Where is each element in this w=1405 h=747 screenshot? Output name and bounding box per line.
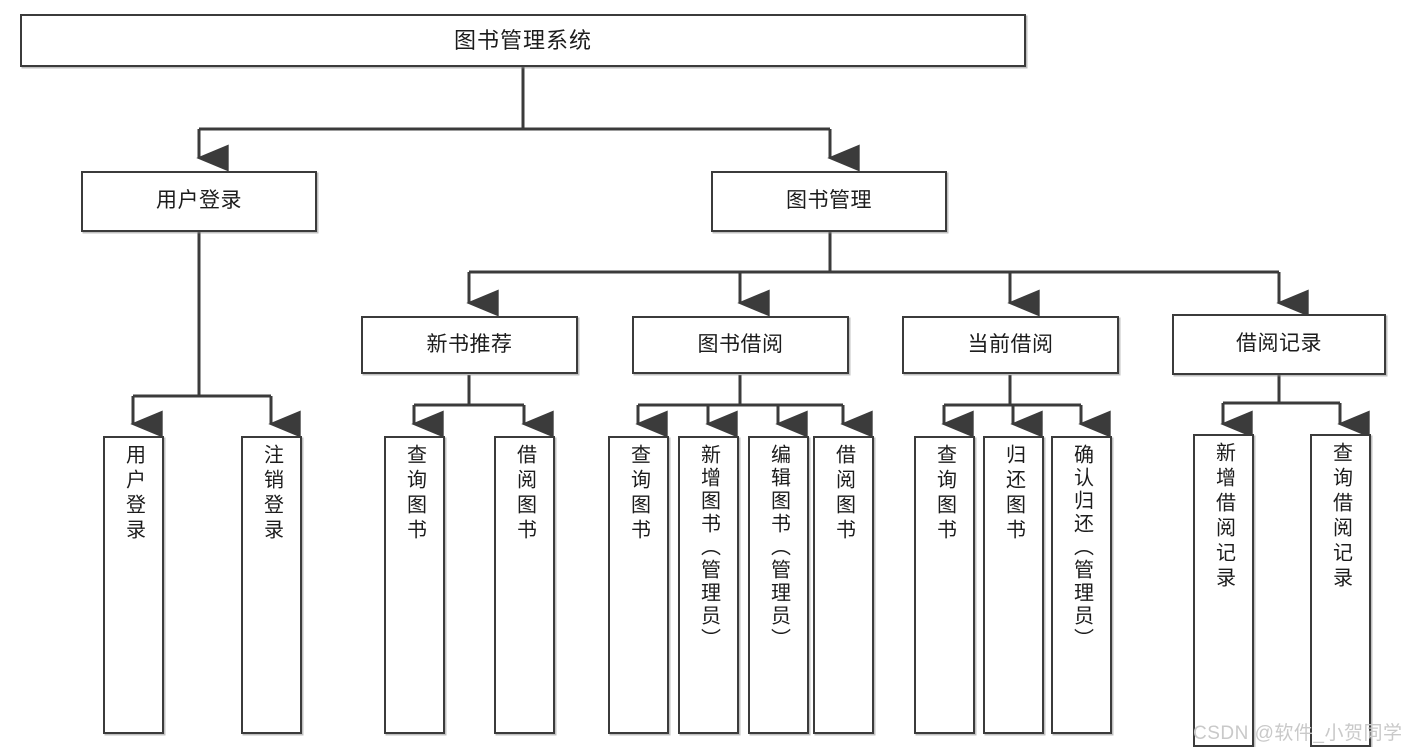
node-label: 用户登录 [122,444,145,544]
node-user-login[interactable]: 用户登录 [81,171,317,232]
leaf-current-borrow-query-book[interactable]: 查询图书 [914,436,975,734]
node-label: 注销登录 [260,444,283,544]
leaf-book-borrow-add-book[interactable]: 新增图书（管理员） [678,436,739,734]
node-book-borrow[interactable]: 图书借阅 [632,316,849,374]
leaf-borrow-record-query-record[interactable]: 查询借阅记录 [1310,434,1371,747]
node-label: 确认归还（管理员） [1070,444,1093,651]
node-book-management[interactable]: 图书管理 [711,171,947,232]
node-label: 查询借阅记录 [1329,442,1352,592]
node-root-book-management-system[interactable]: 图书管理系统 [20,14,1026,67]
node-label: 新增借阅记录 [1212,442,1235,592]
node-label: 查询图书 [403,444,426,544]
leaf-book-borrow-query-book[interactable]: 查询图书 [608,436,669,734]
leaf-book-borrow-borrow-book[interactable]: 借阅图书 [813,436,874,734]
node-label: 图书借阅 [697,332,784,356]
csdn-watermark: CSDN @软件_小贺同学 [1193,723,1403,744]
leaf-user-login-login[interactable]: 用户登录 [103,436,164,734]
node-borrow-record[interactable]: 借阅记录 [1172,314,1386,375]
node-label: 图书管理 [786,189,872,213]
node-label: 借阅记录 [1236,332,1322,356]
node-label: 图书管理系统 [453,27,592,53]
node-label: 借阅图书 [513,444,536,544]
leaf-new-book-query-book[interactable]: 查询图书 [384,436,445,734]
leaf-book-borrow-edit-book[interactable]: 编辑图书（管理员） [748,436,809,734]
leaf-current-borrow-return-book[interactable]: 归还图书 [983,436,1044,734]
node-label: 用户登录 [156,189,242,213]
node-label: 查询图书 [627,444,650,544]
node-label: 当前借阅 [967,332,1054,356]
leaf-borrow-record-add-record[interactable]: 新增借阅记录 [1193,434,1254,747]
leaf-new-book-borrow-book[interactable]: 借阅图书 [494,436,555,734]
node-label: 归还图书 [1002,444,1025,544]
node-label: 新书推荐 [426,332,513,356]
node-label: 查询图书 [933,444,956,544]
node-new-book-recommend[interactable]: 新书推荐 [361,316,578,374]
leaf-current-borrow-confirm-return[interactable]: 确认归还（管理员） [1051,436,1112,734]
node-current-borrow[interactable]: 当前借阅 [902,316,1119,374]
node-label: 编辑图书（管理员） [767,444,790,651]
leaf-user-login-logout[interactable]: 注销登录 [241,436,302,734]
node-label: 借阅图书 [832,444,855,544]
node-label: 新增图书（管理员） [697,444,720,651]
